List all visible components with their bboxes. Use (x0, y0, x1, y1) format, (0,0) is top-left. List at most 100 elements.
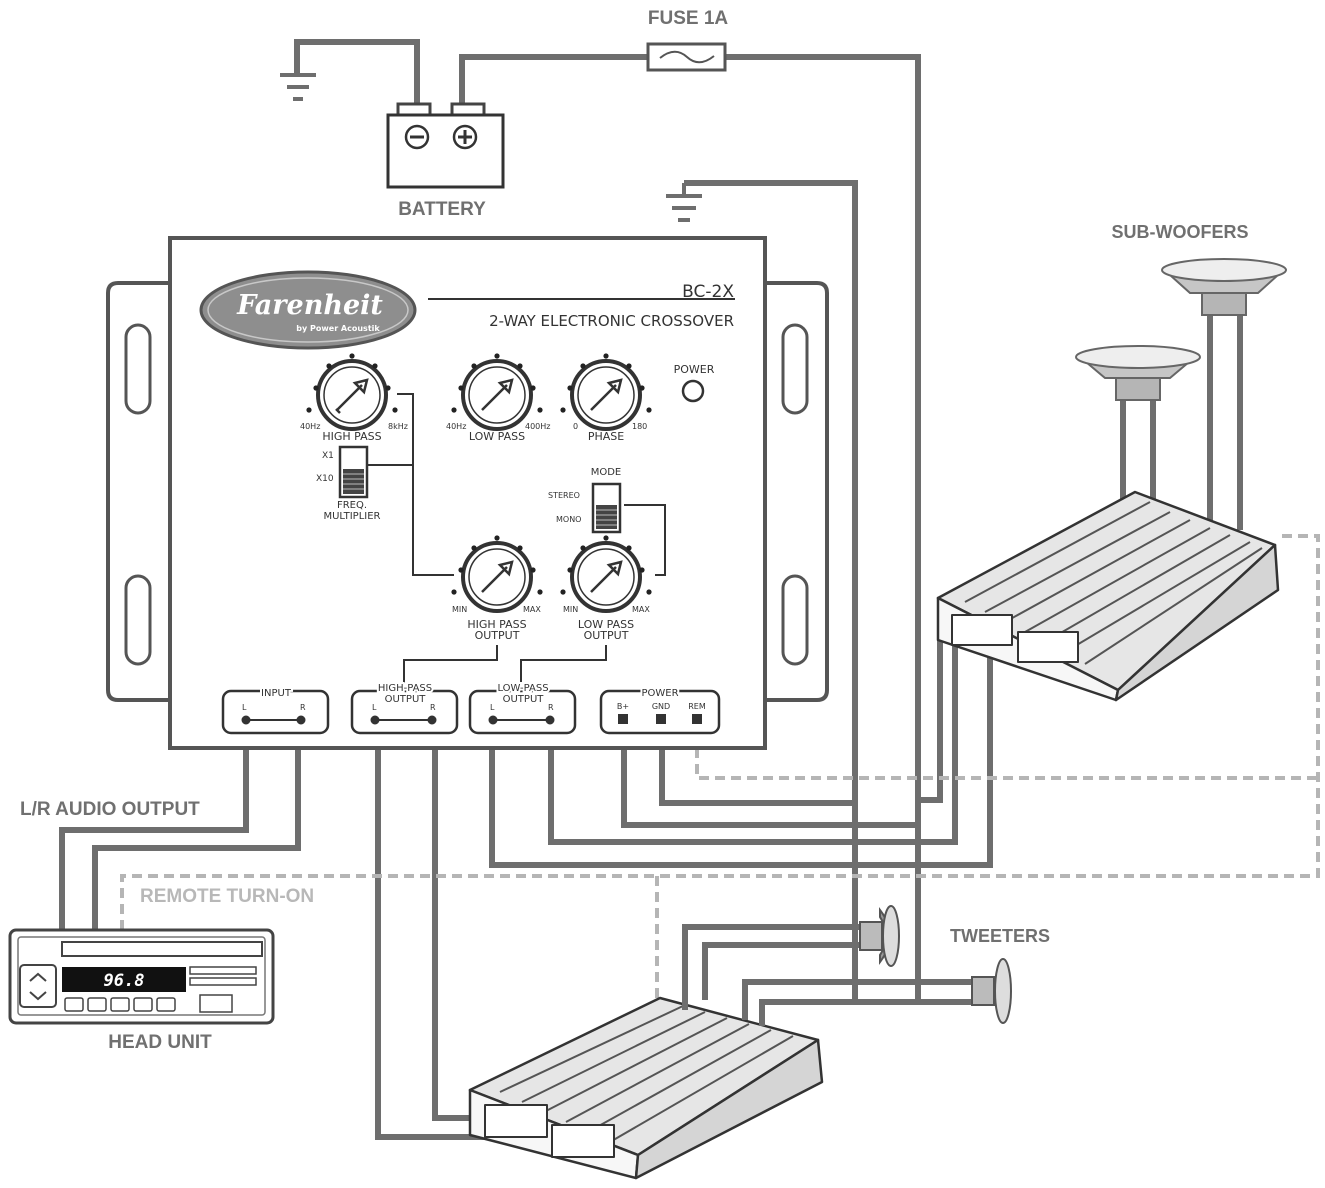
logo-text: Farenheit (236, 290, 383, 321)
hp-terminal-label-1: HIGH-PASS (378, 683, 432, 694)
high-pass-label: HIGH PASS (322, 430, 381, 443)
remote-wire-main (120, 534, 1320, 930)
left-flange (106, 281, 170, 702)
tweeter-1 (859, 905, 900, 967)
power-terminal-label: POWER (641, 688, 678, 699)
lp-out-l-wire (548, 635, 958, 845)
head-unit-display-text: 96.8 (104, 971, 145, 991)
phase-min: 0 (573, 422, 578, 431)
gnd-wire (659, 748, 855, 806)
head-unit-label: HEAD UNIT (108, 1032, 212, 1053)
lp-output-terminal (468, 689, 577, 735)
input-terminal-label: INPUT (261, 688, 292, 699)
battery-ground-wire (294, 39, 420, 105)
lp-terminal-r: R (548, 703, 554, 712)
subwoofer-wires (1120, 308, 1243, 530)
crossover-ground-wire (684, 180, 858, 1000)
knob-hp-output (451, 535, 543, 613)
hp-terminal-label-2: OUTPUT (385, 694, 427, 705)
low-pass-label: LOW PASS (469, 430, 525, 443)
power-terminal (599, 689, 721, 735)
tweeters-label: TWEETERS (950, 926, 1050, 946)
hp-output-label-1: HIGH PASS (467, 618, 526, 631)
hp-output-max: MAX (523, 605, 541, 614)
freq-multiplier-switch (338, 445, 369, 499)
farenheit-logo (199, 270, 417, 350)
mode-label: MODE (591, 467, 622, 478)
mode-mono: MONO (556, 515, 581, 524)
hp-out-r-wire (432, 748, 520, 1121)
knob-lp-output (560, 535, 652, 613)
low-pass-min: 40Hz (446, 422, 466, 431)
high-pass-max: 8kHz (388, 422, 408, 431)
fuse-icon (646, 42, 727, 72)
sub-woofers-label: SUB-WOOFERS (1112, 222, 1249, 242)
input-r-wire (92, 748, 301, 930)
battery-body (386, 113, 505, 189)
crossover-text: Farenheit by Power Acoustik BC-2X 2-WAY … (236, 282, 734, 712)
power-bplus: B+ (617, 702, 629, 711)
input-terminal (221, 689, 330, 735)
low-pass-max: 400Hz (525, 422, 550, 431)
head-unit-display (62, 967, 186, 992)
hp-output-terminal (350, 689, 459, 735)
knob-high-pass (306, 353, 398, 431)
hp-output-label-2: OUTPUT (475, 629, 520, 642)
subwoofer-2 (1161, 258, 1287, 316)
bplus-wire (621, 748, 918, 828)
remote-turn-on-label: REMOTE TURN-ON (140, 886, 314, 907)
tweeter-wires (682, 924, 972, 1026)
remote-wires (120, 534, 1320, 1045)
freq-label-2: MULTIPLIER (323, 511, 380, 522)
tweeter-amplifier (468, 996, 824, 1180)
ground-icon-crossover (666, 183, 702, 222)
power-led-label: POWER (674, 363, 715, 376)
fuse-label: FUSE 1A (648, 8, 729, 29)
freq-x10: X10 (316, 474, 334, 484)
knob-phase (560, 353, 652, 431)
remote-wire-crossover (695, 748, 1318, 780)
mode-stereo: STEREO (548, 491, 580, 500)
logo-subtext: by Power Acoustik (296, 324, 380, 333)
model-number: BC-2X (682, 282, 734, 302)
knob-low-pass (451, 353, 543, 431)
head-unit (8, 928, 275, 1025)
power-wires (294, 39, 921, 1000)
hp-terminal-r: R (430, 703, 436, 712)
battery (386, 102, 505, 189)
subwoofer-1 (1075, 345, 1201, 401)
input-l: L (242, 703, 247, 712)
crossover-title: 2-WAY ELECTRONIC CROSSOVER (489, 312, 734, 330)
phase-max: 180 (632, 422, 647, 431)
right-flange (765, 281, 829, 702)
freq-label-1: FREQ. (337, 500, 367, 511)
lp-output-label-1: LOW PASS (578, 618, 634, 631)
battery-label: BATTERY (398, 199, 486, 220)
amp-power-wire (918, 635, 943, 803)
power-rem: REM (688, 702, 706, 711)
crossover-unit (106, 236, 829, 750)
ground-symbols (280, 73, 702, 222)
lp-out-r-wire (489, 640, 993, 868)
lp-terminal-l: L (490, 703, 495, 712)
mode-switch (591, 482, 622, 534)
lp-output-max: MAX (632, 605, 650, 614)
freq-x1: X1 (322, 451, 334, 461)
input-r: R (300, 703, 306, 712)
power-gnd: GND (652, 702, 670, 711)
power-led (681, 379, 705, 403)
lp-terminal-label-2: OUTPUT (503, 694, 545, 705)
sub-amplifier (936, 490, 1280, 702)
lp-terminal-label-1: LOW-PASS (497, 683, 548, 694)
tweeter-2 (971, 958, 1012, 1024)
battery-positive-wire (459, 54, 921, 1000)
hp-output-min: MIN (452, 605, 467, 614)
lp-output-min: MIN (563, 605, 578, 614)
lr-audio-output-label: L/R AUDIO OUTPUT (20, 799, 200, 820)
lp-output-label-2: OUTPUT (584, 629, 629, 642)
terminal-blocks (221, 689, 721, 735)
terminal-connectors (241, 714, 702, 725)
input-l-wire (59, 748, 249, 930)
ground-icon-battery (280, 73, 316, 101)
